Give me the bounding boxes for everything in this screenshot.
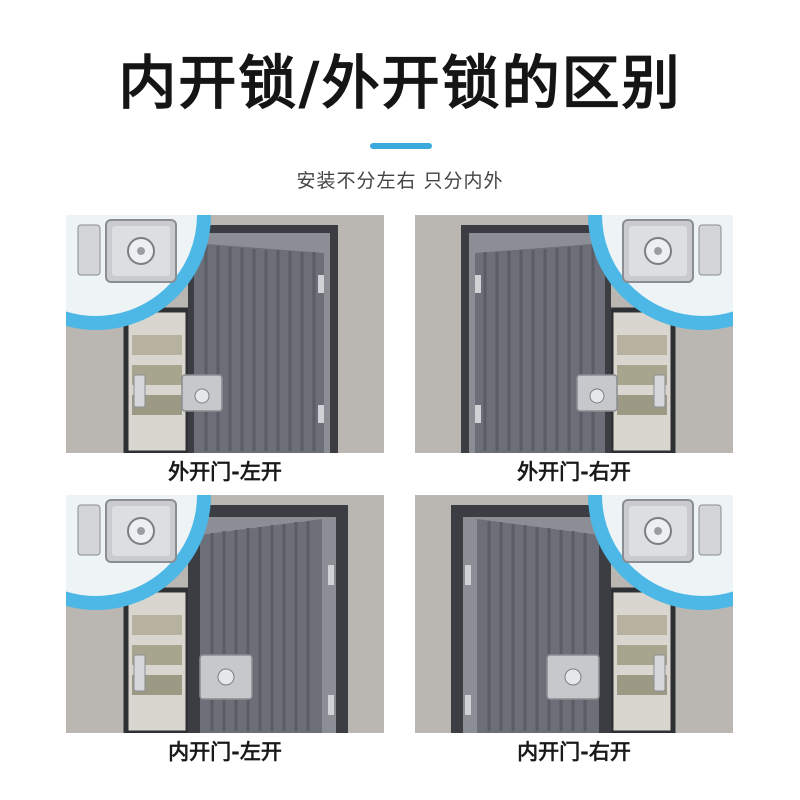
page-subtitle: 安装不分左右 只分内外	[296, 170, 504, 192]
door-illustration-outward-left	[66, 215, 384, 453]
title-accent-bar	[370, 143, 432, 149]
panel-caption-inward-right: 内开门-右开	[517, 740, 631, 764]
door-illustration-inward-left	[66, 495, 384, 733]
panel-caption-outward-right: 外开门-右开	[517, 460, 631, 484]
panel-caption-outward-left: 外开门-左开	[168, 460, 282, 484]
door-illustration-inward-right	[415, 495, 733, 733]
panel-inward-left	[66, 495, 384, 733]
panel-inward-right	[415, 495, 733, 733]
panel-outward-right	[415, 215, 733, 453]
page-title: 内开锁/外开锁的区别	[118, 49, 682, 117]
panel-caption-inward-left: 内开门-左开	[168, 740, 282, 764]
panel-outward-left	[66, 215, 384, 453]
door-illustration-outward-right	[415, 215, 733, 453]
